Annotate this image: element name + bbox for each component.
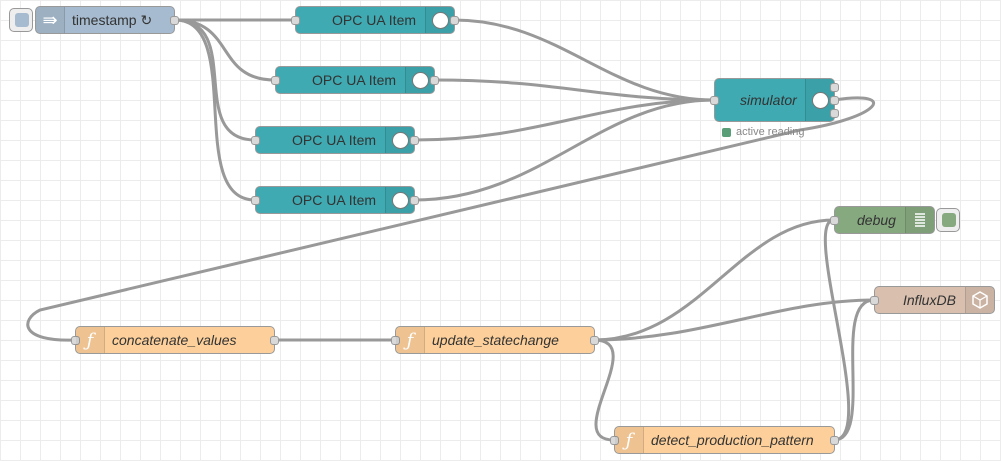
opcua-icon <box>425 7 454 33</box>
node-update-statechange-label: update_statechange <box>432 332 559 348</box>
function-icon: ƒ <box>615 427 644 453</box>
input-port[interactable] <box>251 196 260 205</box>
wire-update-influx[interactable] <box>593 298 875 342</box>
node-influxdb[interactable]: InfluxDB <box>870 286 995 314</box>
wire-opc4-simulator[interactable] <box>413 98 715 202</box>
output-port-1[interactable] <box>830 83 839 92</box>
wire-opc2-simulator[interactable] <box>433 78 715 102</box>
input-port[interactable] <box>71 336 80 345</box>
debug-toggle-button[interactable] <box>936 208 960 232</box>
output-port[interactable] <box>410 136 419 145</box>
inject-arrow-icon: ⇛ <box>36 7 65 33</box>
node-simulator-label: simulator <box>740 92 797 108</box>
node-opc-item-4[interactable]: OPC UA Item <box>251 186 419 214</box>
wire-opc3-simulator[interactable] <box>413 98 715 142</box>
opcua-icon <box>805 79 834 121</box>
input-port[interactable] <box>291 16 300 25</box>
node-detect-production-pattern-label: detect_production_pattern <box>651 432 814 448</box>
node-simulator-status: active reading <box>722 126 805 138</box>
list-icon <box>905 207 934 233</box>
wire-detect-influx[interactable] <box>833 298 875 442</box>
node-opc-item-1-label: OPC UA Item <box>332 12 417 28</box>
status-text: active reading <box>736 126 805 138</box>
input-port[interactable] <box>870 296 879 305</box>
wire-opc1-simulator[interactable] <box>453 18 715 102</box>
node-opc-item-2[interactable]: OPC UA Item <box>271 66 439 94</box>
output-port[interactable] <box>170 16 179 25</box>
input-port[interactable] <box>710 96 719 105</box>
opcua-icon <box>385 187 414 213</box>
wire-timestamp-opc4[interactable] <box>174 18 256 202</box>
input-port[interactable] <box>251 136 260 145</box>
wire-timestamp-opc2[interactable] <box>174 18 276 82</box>
node-timestamp-label: timestamp ↻ <box>72 11 153 28</box>
function-icon: ƒ <box>396 327 425 353</box>
output-port-3[interactable] <box>830 109 839 118</box>
wire-timestamp-opc3[interactable] <box>174 18 256 142</box>
output-port[interactable] <box>590 336 599 345</box>
wire-simulator-concat[interactable] <box>26 96 876 342</box>
node-concatenate-values[interactable]: ƒ concatenate_values <box>71 326 279 354</box>
node-simulator[interactable]: simulator <box>710 78 839 122</box>
output-port[interactable] <box>430 76 439 85</box>
node-detect-production-pattern[interactable]: ƒ detect_production_pattern <box>610 426 839 454</box>
node-debug-label: debug <box>857 212 896 228</box>
node-opc-item-3[interactable]: OPC UA Item <box>251 126 419 154</box>
node-concatenate-values-label: concatenate_values <box>112 332 237 348</box>
node-opc-item-1[interactable]: OPC UA Item <box>291 6 459 34</box>
node-opc-item-3-label: OPC UA Item <box>292 132 377 148</box>
wire-detect-debug[interactable] <box>823 218 851 442</box>
opcua-icon <box>385 127 414 153</box>
output-port[interactable] <box>270 336 279 345</box>
inject-button[interactable] <box>9 8 33 32</box>
input-port[interactable] <box>830 216 839 225</box>
node-opc-item-2-label: OPC UA Item <box>312 72 397 88</box>
output-port[interactable] <box>450 16 459 25</box>
function-icon: ƒ <box>76 327 105 353</box>
output-port[interactable] <box>830 436 839 445</box>
node-timestamp[interactable]: ⇛ timestamp ↻ <box>35 6 179 34</box>
opcua-icon <box>405 67 434 93</box>
node-debug[interactable]: debug <box>830 206 935 234</box>
status-indicator <box>722 127 731 137</box>
input-port[interactable] <box>610 436 619 445</box>
node-update-statechange[interactable]: ƒ update_statechange <box>391 326 599 354</box>
node-influxdb-label: InfluxDB <box>903 292 956 308</box>
output-port-2[interactable] <box>830 96 839 105</box>
output-port[interactable] <box>410 196 419 205</box>
node-opc-item-4-label: OPC UA Item <box>292 192 377 208</box>
inject-button-indicator <box>15 13 29 27</box>
debug-toggle-indicator <box>942 213 956 227</box>
wire-update-detect[interactable] <box>593 338 615 442</box>
input-port[interactable] <box>271 76 280 85</box>
influxdb-icon <box>965 287 994 313</box>
input-port[interactable] <box>391 336 400 345</box>
wire-update-debug[interactable] <box>593 218 835 342</box>
